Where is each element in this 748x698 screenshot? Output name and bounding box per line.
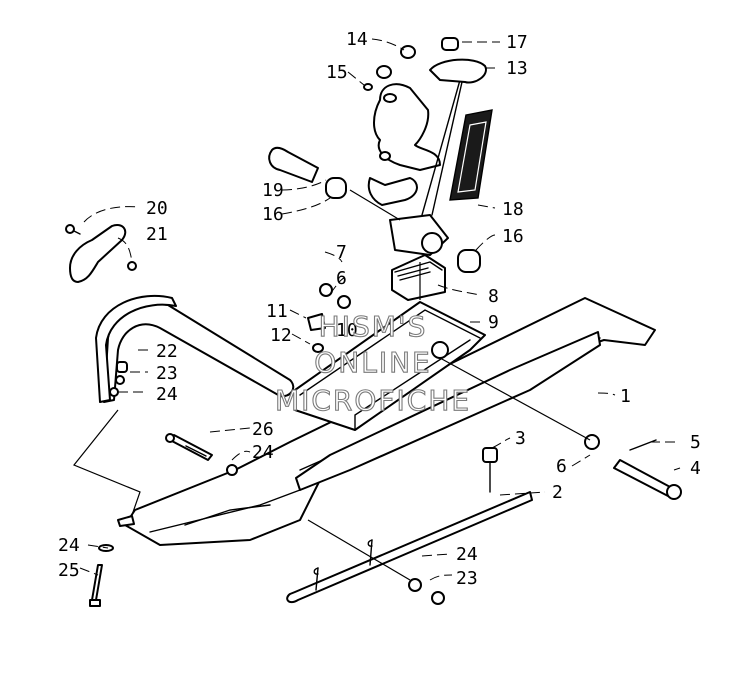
callout-16b: 16 [502, 226, 524, 247]
leader-lines [79, 38, 681, 581]
callout-3: 3 [515, 428, 526, 449]
callout-26: 26 [252, 419, 274, 440]
callout-17: 17 [506, 32, 528, 53]
callout-10: 10 [336, 320, 358, 341]
callout-14: 14 [346, 29, 368, 50]
callout-2: 2 [552, 482, 563, 503]
assembly-lines [73, 189, 591, 581]
callout-24b: 24 [252, 442, 274, 463]
callout-19: 19 [262, 180, 284, 201]
top-hardware [363, 37, 459, 91]
callout-23a: 23 [156, 363, 178, 384]
watermark: HISM'S ONLINE MICROFICHE [274, 309, 471, 417]
ski-body [124, 297, 656, 546]
callout-16a: 16 [262, 204, 284, 225]
callout-21: 21 [146, 224, 168, 245]
callout-24c: 24 [58, 535, 80, 556]
callout-23b: 23 [456, 568, 478, 589]
callout-4: 4 [690, 458, 701, 479]
ski-handle [95, 294, 295, 403]
decal [449, 109, 493, 201]
callout-20: 20 [146, 198, 168, 219]
spindle [367, 58, 487, 256]
mid-hardware [307, 283, 351, 353]
callout-13: 13 [506, 58, 528, 79]
callout-18: 18 [502, 199, 524, 220]
callout-5: 5 [690, 432, 701, 453]
callout-24d: 24 [456, 544, 478, 565]
handle-hardware [109, 361, 128, 397]
callout-6b: 6 [556, 456, 567, 477]
watermark-line-3: MICROFICHE [275, 384, 471, 417]
spindle-saddle [294, 301, 486, 431]
lower-hardware [89, 515, 445, 607]
watermark-line-1: HISM'S [319, 310, 428, 343]
rear-bolt [165, 433, 238, 476]
handle-bracket [65, 224, 137, 283]
watermark-line-2: ONLINE [314, 346, 431, 379]
callout-24a: 24 [156, 384, 178, 405]
callout-6a: 6 [336, 268, 347, 289]
callout-1: 1 [620, 386, 631, 407]
callout-8: 8 [488, 286, 499, 307]
bushing-rod [268, 146, 481, 273]
callout-12: 12 [270, 325, 292, 346]
callout-25: 25 [58, 560, 80, 581]
callout-22: 22 [156, 341, 178, 362]
callouts: 14 17 15 13 19 16 18 20 21 16 7 6 8 11 9… [58, 29, 701, 589]
bushing-block [391, 254, 446, 301]
callout-15: 15 [326, 62, 348, 83]
callout-11: 11 [266, 301, 288, 322]
callout-9: 9 [488, 312, 499, 333]
front-bolt [584, 434, 682, 500]
callout-7: 7 [336, 242, 347, 263]
wear-bar [286, 447, 533, 604]
